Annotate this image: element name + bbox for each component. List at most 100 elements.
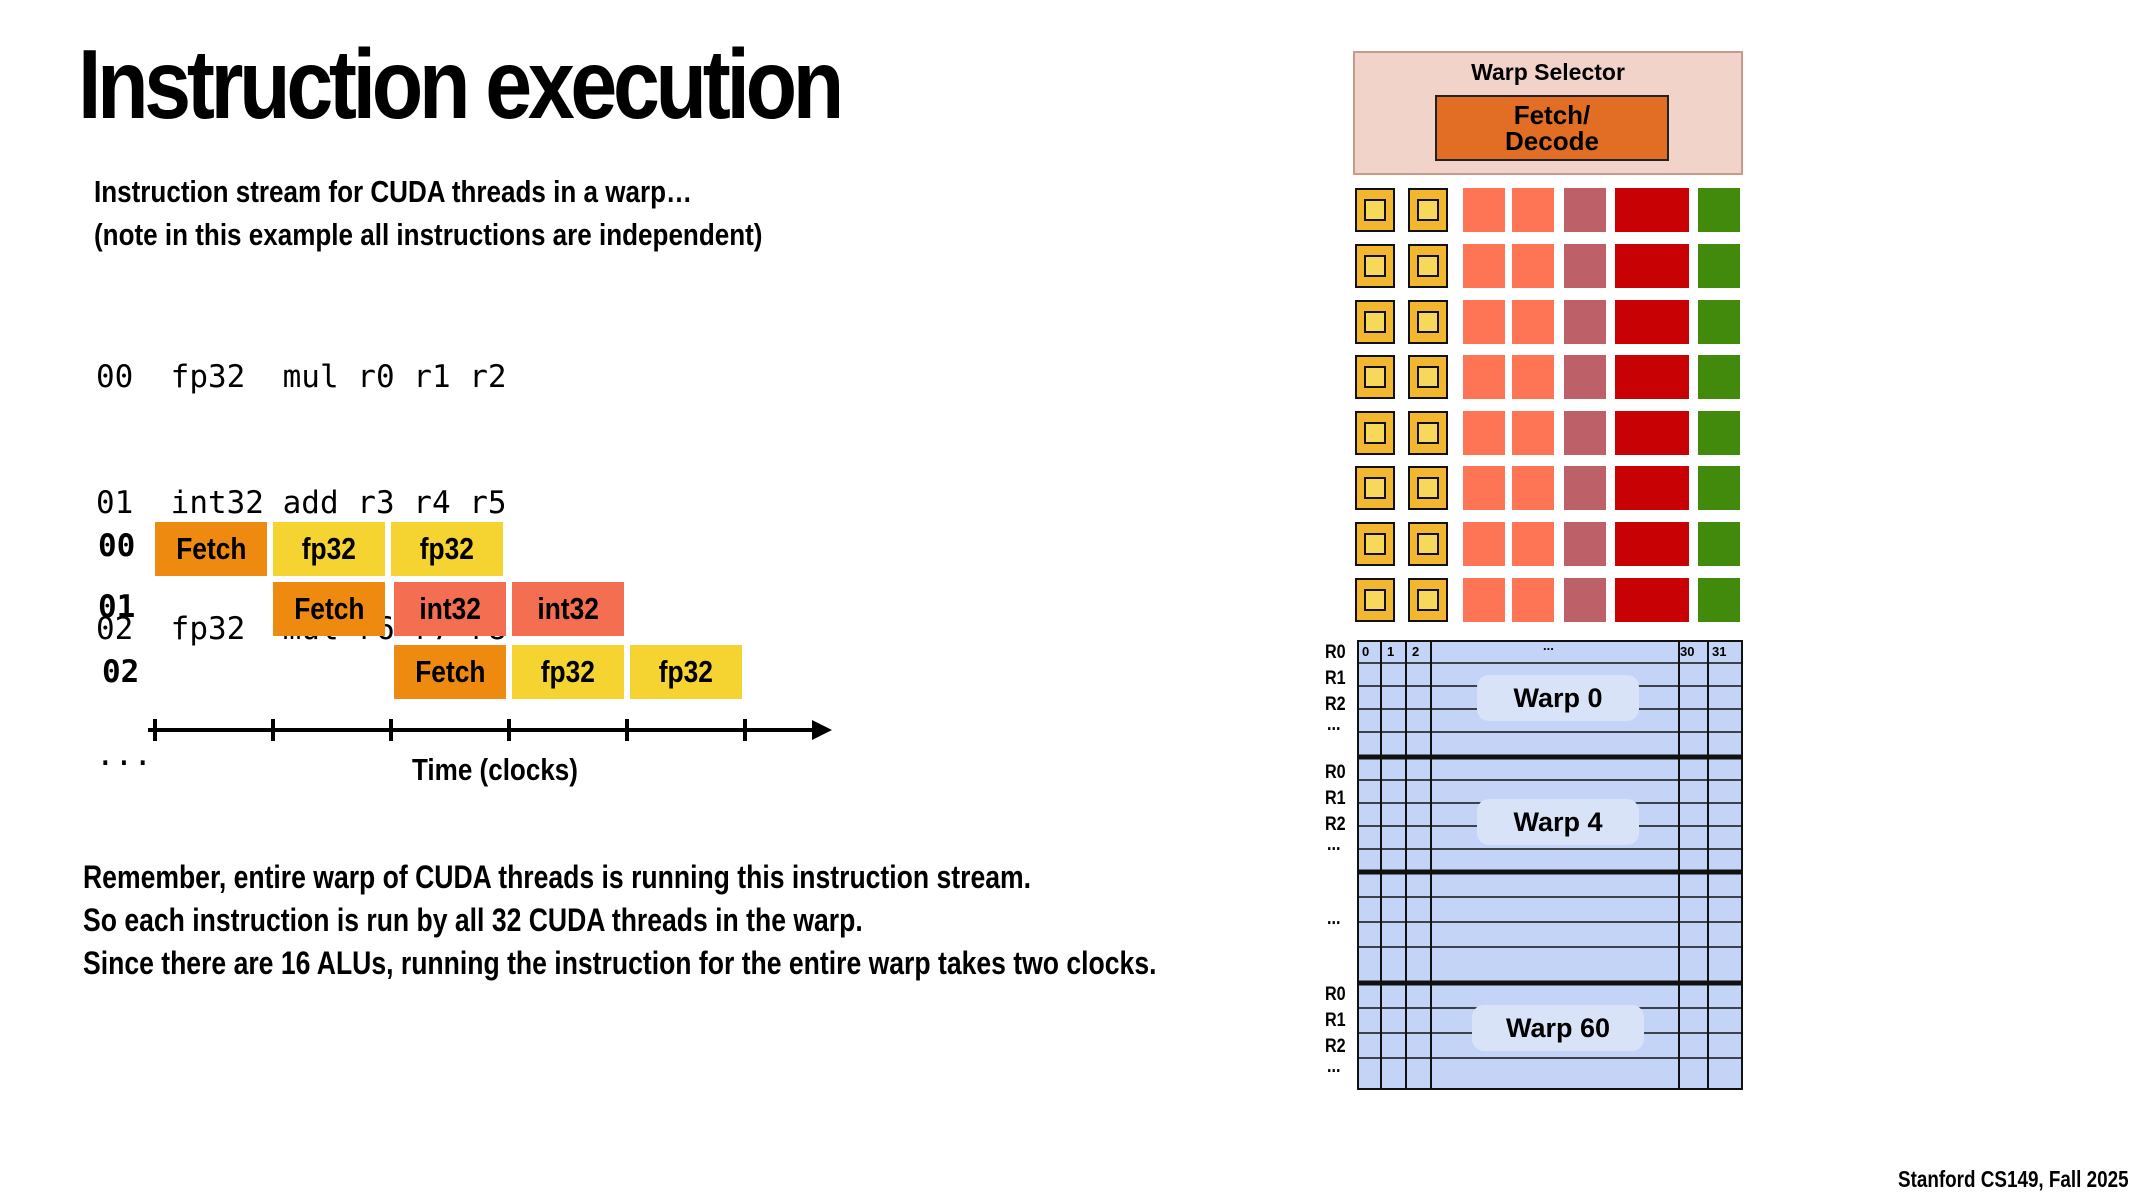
- fetch-core-unit: [1355, 188, 1395, 232]
- instruction-stream: 00 fp32 mul r0 r1 r2 01 int32 add r3 r4 …: [96, 272, 507, 818]
- code-line: 01 int32 add r3 r4 r5: [96, 485, 507, 521]
- intro-line-1: Instruction stream for CUDA threads in a…: [94, 174, 693, 209]
- warp-60-label: Warp 60: [1472, 1005, 1644, 1051]
- time-axis: [148, 719, 832, 741]
- alu-unit: [1463, 411, 1505, 455]
- lane-label: 30: [1680, 644, 1695, 659]
- slide-title: Instruction execution: [78, 29, 844, 139]
- lane-label: 1: [1387, 644, 1395, 659]
- fetch-core-unit: [1408, 244, 1448, 288]
- tensor-unit: [1615, 188, 1689, 232]
- fetch-core-unit: [1355, 300, 1395, 344]
- fetch-core-unit: [1408, 188, 1448, 232]
- fetch-decode-unit: Fetch/ Decode: [1435, 95, 1669, 161]
- register-label: R2: [1325, 694, 1346, 715]
- lane-label: 31: [1712, 644, 1727, 659]
- alu-unit: [1512, 188, 1554, 232]
- register-label: R2: [1325, 1036, 1346, 1057]
- alu-unit: [1512, 411, 1554, 455]
- fetch-core-unit: [1355, 244, 1395, 288]
- fetch-core-unit: [1355, 355, 1395, 399]
- register-label: R2: [1325, 814, 1346, 835]
- fetch-core-unit: [1355, 522, 1395, 566]
- register-label: R0: [1325, 762, 1346, 783]
- alu-unit: [1463, 522, 1505, 566]
- ldst-unit: [1698, 244, 1740, 288]
- lane-label: ...: [1543, 638, 1554, 653]
- sfu-unit: [1564, 578, 1606, 622]
- stage-fetch: Fetch: [273, 582, 385, 636]
- stage-fp32: fp32: [273, 522, 385, 576]
- alu-unit: [1463, 578, 1505, 622]
- tensor-unit: [1615, 244, 1689, 288]
- fetch-core-unit: [1408, 578, 1448, 622]
- register-label: R1: [1325, 788, 1346, 809]
- fetch-core-unit: [1355, 466, 1395, 510]
- stage-fp32: fp32: [630, 645, 742, 699]
- ldst-unit: [1698, 355, 1740, 399]
- sfu-unit: [1564, 188, 1606, 232]
- axis-arrow-icon: [812, 720, 832, 740]
- register-grid: [1357, 640, 1743, 1090]
- fetch-core-unit: [1355, 578, 1395, 622]
- alu-unit: [1463, 466, 1505, 510]
- ldst-unit: [1698, 188, 1740, 232]
- remember-text: Remember, entire warp of CUDA threads is…: [83, 856, 1156, 985]
- remember-line: Since there are 16 ALUs, running the ins…: [83, 945, 1157, 981]
- fetch-core-unit: [1408, 411, 1448, 455]
- remember-line: So each instruction is run by all 32 CUD…: [83, 902, 863, 938]
- register-label: R0: [1325, 642, 1346, 663]
- tensor-unit: [1615, 522, 1689, 566]
- stage-fetch: Fetch: [155, 522, 267, 576]
- intro-text: Instruction stream for CUDA threads in a…: [94, 170, 762, 256]
- pipeline-row-label: 02: [102, 654, 140, 690]
- stage-fp32: fp32: [512, 645, 624, 699]
- fetch-core-unit: [1408, 466, 1448, 510]
- remember-line: Remember, entire warp of CUDA threads is…: [83, 859, 1031, 895]
- sfu-unit: [1564, 244, 1606, 288]
- tensor-unit: [1615, 411, 1689, 455]
- code-line: ...: [96, 737, 152, 773]
- stage-int32: int32: [394, 582, 506, 636]
- warp-0-label: Warp 0: [1477, 675, 1639, 721]
- footer-credit: Stanford CS149, Fall 2025: [1898, 1166, 2129, 1192]
- ldst-unit: [1698, 578, 1740, 622]
- ldst-unit: [1698, 522, 1740, 566]
- alu-unit: [1512, 244, 1554, 288]
- alu-unit: [1463, 244, 1505, 288]
- ldst-unit: [1698, 466, 1740, 510]
- fetch-core-unit: [1408, 522, 1448, 566]
- code-line: 00 fp32 mul r0 r1 r2: [96, 359, 507, 395]
- sfu-unit: [1564, 466, 1606, 510]
- alu-unit: [1463, 188, 1505, 232]
- register-label: R1: [1325, 668, 1346, 689]
- alu-unit: [1463, 300, 1505, 344]
- alu-unit: [1512, 355, 1554, 399]
- register-label: R1: [1325, 1010, 1346, 1031]
- stage-fp32: fp32: [391, 522, 503, 576]
- tensor-unit: [1615, 300, 1689, 344]
- alu-unit: [1512, 300, 1554, 344]
- time-axis-label: Time (clocks): [412, 752, 578, 787]
- sfu-unit: [1564, 522, 1606, 566]
- stage-fetch: Fetch: [394, 645, 506, 699]
- lane-label: 0: [1362, 644, 1370, 659]
- fetch-core-unit: [1408, 355, 1448, 399]
- stage-int32: int32: [512, 582, 624, 636]
- tensor-unit: [1615, 578, 1689, 622]
- sfu-unit: [1564, 411, 1606, 455]
- sfu-unit: [1564, 300, 1606, 344]
- ldst-unit: [1698, 411, 1740, 455]
- sfu-unit: [1564, 355, 1606, 399]
- warp-selector: Warp Selector Fetch/ Decode: [1353, 51, 1743, 175]
- register-label: ...: [1327, 1056, 1341, 1077]
- alu-unit: [1463, 355, 1505, 399]
- ldst-unit: [1698, 300, 1740, 344]
- warp-4-label: Warp 4: [1477, 799, 1639, 845]
- register-label: ...: [1327, 714, 1341, 735]
- pipeline-row-label: 01: [98, 589, 136, 625]
- register-label: R0: [1325, 984, 1346, 1005]
- fetch-core-unit: [1408, 300, 1448, 344]
- fetch-core-unit: [1355, 411, 1395, 455]
- alu-unit: [1512, 522, 1554, 566]
